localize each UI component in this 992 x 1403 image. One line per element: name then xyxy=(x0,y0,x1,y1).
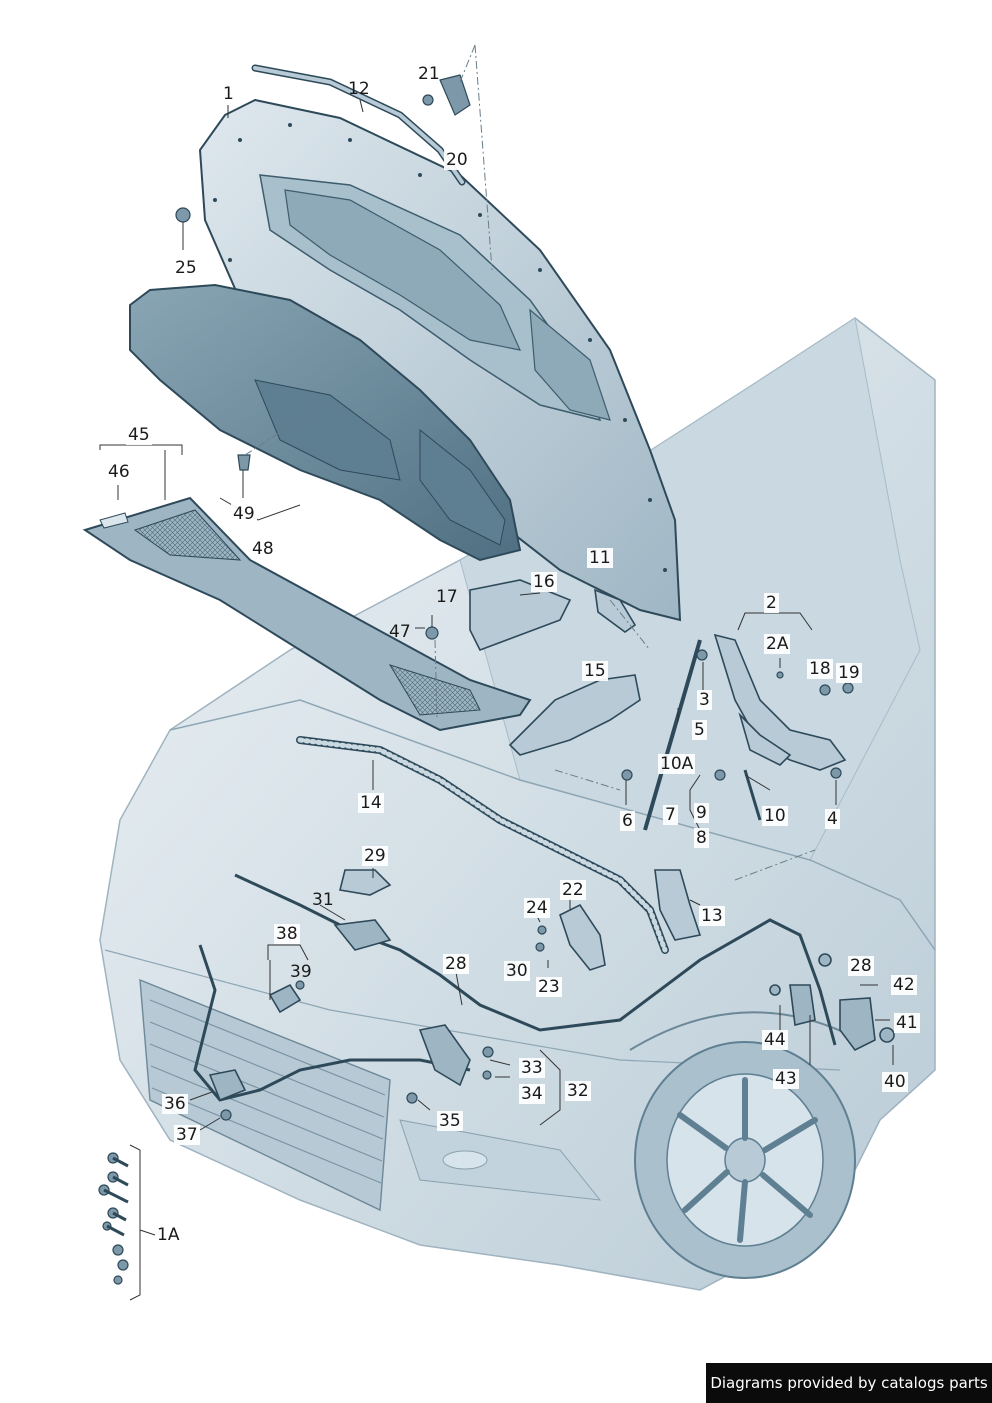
callout-36: 36 xyxy=(162,1094,188,1114)
callout-22: 22 xyxy=(560,880,586,900)
callout-45: 45 xyxy=(126,425,152,445)
callout-47: 47 xyxy=(389,622,411,642)
callout-29: 29 xyxy=(362,846,388,866)
callout-28b: 28 xyxy=(848,956,874,976)
callout-14: 14 xyxy=(358,793,384,813)
callout-18: 18 xyxy=(807,659,833,679)
alignment-lines xyxy=(244,44,816,881)
callout-23: 23 xyxy=(536,977,562,997)
screw-set xyxy=(98,1152,129,1285)
callout-11: 11 xyxy=(587,548,613,568)
leader-lines xyxy=(99,99,894,1301)
callout-20: 20 xyxy=(444,150,470,170)
callout-37: 37 xyxy=(174,1125,200,1145)
callout-33: 33 xyxy=(519,1058,545,1078)
callout-46: 46 xyxy=(106,462,132,482)
callout-3: 3 xyxy=(697,690,712,710)
callout-2: 2 xyxy=(764,593,779,613)
callout-4: 4 xyxy=(825,809,840,829)
callout-43: 43 xyxy=(773,1069,799,1089)
callout-28a: 28 xyxy=(443,954,469,974)
callout-21: 21 xyxy=(418,64,440,84)
callout-40: 40 xyxy=(882,1072,908,1092)
hood-insulation-liner xyxy=(129,283,522,562)
callout-5: 5 xyxy=(692,720,707,740)
callout-19: 19 xyxy=(836,663,862,683)
callout-8: 8 xyxy=(694,828,709,848)
catalog-attribution-banner: Diagrams provided by catalogs parts xyxy=(706,1363,992,1403)
plenum-panel-cover xyxy=(82,496,532,732)
callout-12: 12 xyxy=(348,79,370,99)
hood-hinge-assembly xyxy=(643,633,847,831)
callout-32: 32 xyxy=(565,1081,591,1101)
callout-31: 31 xyxy=(312,890,334,910)
callout-30: 30 xyxy=(504,961,530,981)
hood-panel xyxy=(198,98,682,622)
callout-1A: 1A xyxy=(157,1225,180,1245)
callout-17: 17 xyxy=(436,587,458,607)
callout-35: 35 xyxy=(437,1111,463,1131)
callout-38: 38 xyxy=(274,924,300,944)
callout-48: 48 xyxy=(252,539,274,559)
callout-7: 7 xyxy=(663,805,678,825)
callout-10: 10 xyxy=(762,806,788,826)
callout-1: 1 xyxy=(223,84,234,104)
front-wheel xyxy=(634,1041,856,1279)
attribution-text: Diagrams provided by catalogs parts xyxy=(710,1374,988,1392)
callout-2A: 2A xyxy=(764,634,791,654)
callout-13: 13 xyxy=(699,906,725,926)
callout-34: 34 xyxy=(519,1084,545,1104)
callout-41: 41 xyxy=(894,1013,920,1033)
callout-49: 49 xyxy=(231,504,257,524)
callout-39: 39 xyxy=(290,962,312,982)
callout-15: 15 xyxy=(582,661,608,681)
callout-44: 44 xyxy=(762,1030,788,1050)
callout-6: 6 xyxy=(620,811,635,831)
callout-42: 42 xyxy=(891,975,917,995)
fasteners xyxy=(175,74,854,1121)
bulkhead-seal-strip xyxy=(296,736,669,954)
callout-16: 16 xyxy=(531,572,557,592)
callout-25: 25 xyxy=(173,258,199,278)
callout-9: 9 xyxy=(694,803,709,823)
small-brackets xyxy=(339,579,702,971)
callout-24: 24 xyxy=(524,898,550,918)
callout-10A: 10A xyxy=(658,754,696,774)
